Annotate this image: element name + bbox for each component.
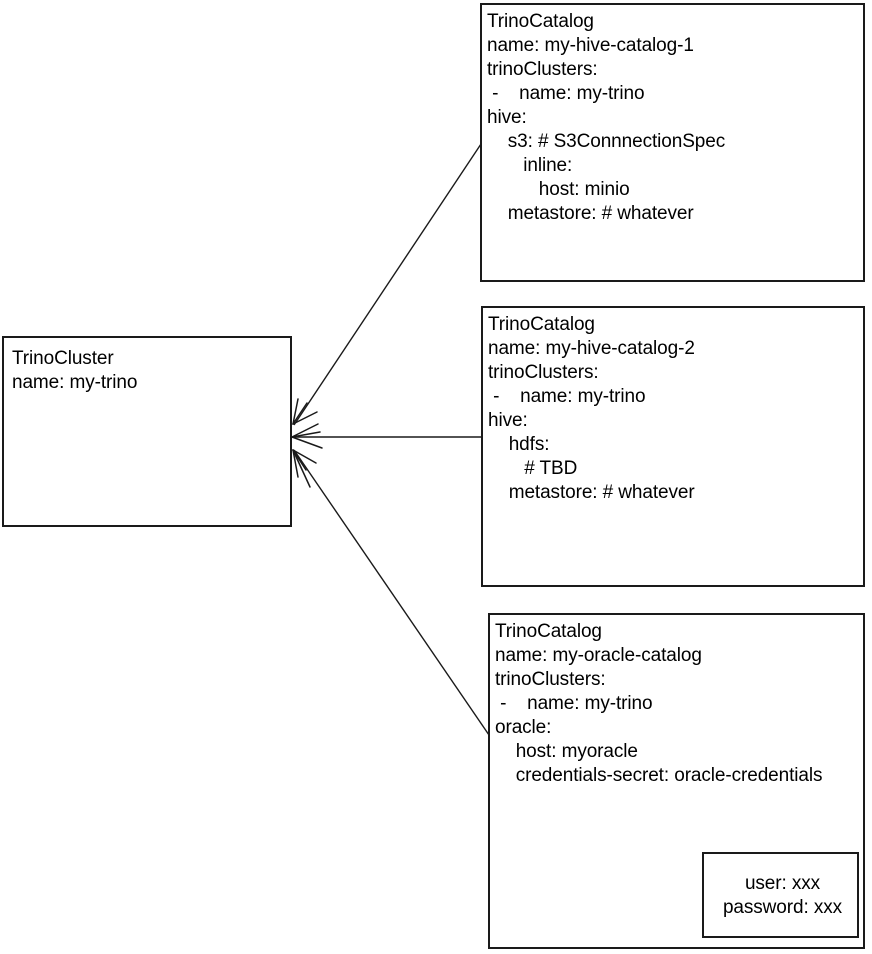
node-trino-catalog-hive-1[interactable]: TrinoCatalog name: my-hive-catalog-1 tri… [480, 3, 865, 282]
node-trino-cluster-text: TrinoCluster name: my-trino [12, 348, 138, 393]
node-trino-catalog-hive-2[interactable]: TrinoCatalog name: my-hive-catalog-2 tri… [481, 306, 865, 587]
node-trino-catalog-hive-1-text: TrinoCatalog name: my-hive-catalog-1 tri… [487, 11, 726, 224]
arrowhead-cluster-middle [291, 423, 323, 449]
arrowhead-cluster-top [292, 398, 318, 425]
node-trino-catalog-hive-2-text: TrinoCatalog name: my-hive-catalog-2 tri… [488, 314, 695, 503]
node-trino-catalog-oracle-text: TrinoCatalog name: my-oracle-catalog tri… [495, 621, 823, 786]
arrowhead-cluster-bottom [292, 449, 317, 488]
edge-catalog-3-to-cluster [293, 449, 490, 736]
edge-catalog-1-to-cluster [293, 143, 482, 426]
node-trino-cluster[interactable]: TrinoCluster name: my-trino [2, 336, 292, 527]
node-oracle-credentials-secret-text: user: xxx password: xxx [722, 873, 843, 918]
node-oracle-credentials-secret[interactable]: user: xxx password: xxx [702, 852, 859, 938]
